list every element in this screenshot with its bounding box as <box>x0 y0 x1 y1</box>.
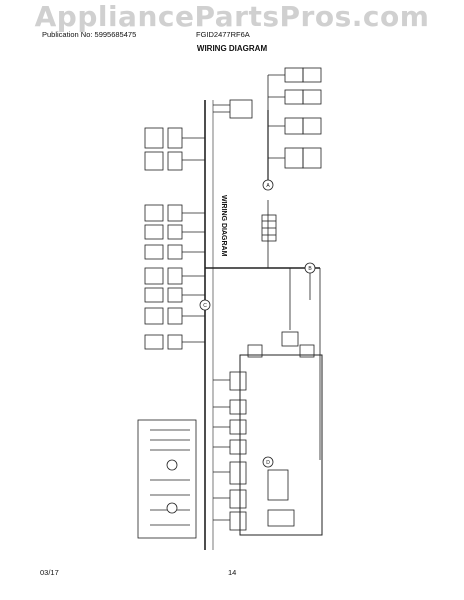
rotated-diagram-label: WIRING DIAGRAM <box>220 195 227 257</box>
connector-label-a: A <box>266 183 270 189</box>
connector-label-b: B <box>308 266 312 272</box>
model-number: FGID2477RF6A <box>196 30 250 39</box>
publication-number: Publication No: 5995685475 <box>42 30 137 39</box>
connector-label-c: C <box>203 303 207 309</box>
watermark-logo: AppliancePartsPros.com <box>34 0 430 33</box>
page-number: 14 <box>228 568 237 577</box>
connector-label-d: D <box>266 460 270 466</box>
page-title: WIRING DIAGRAM <box>196 44 268 53</box>
footer-date: 03/17 <box>40 568 59 577</box>
